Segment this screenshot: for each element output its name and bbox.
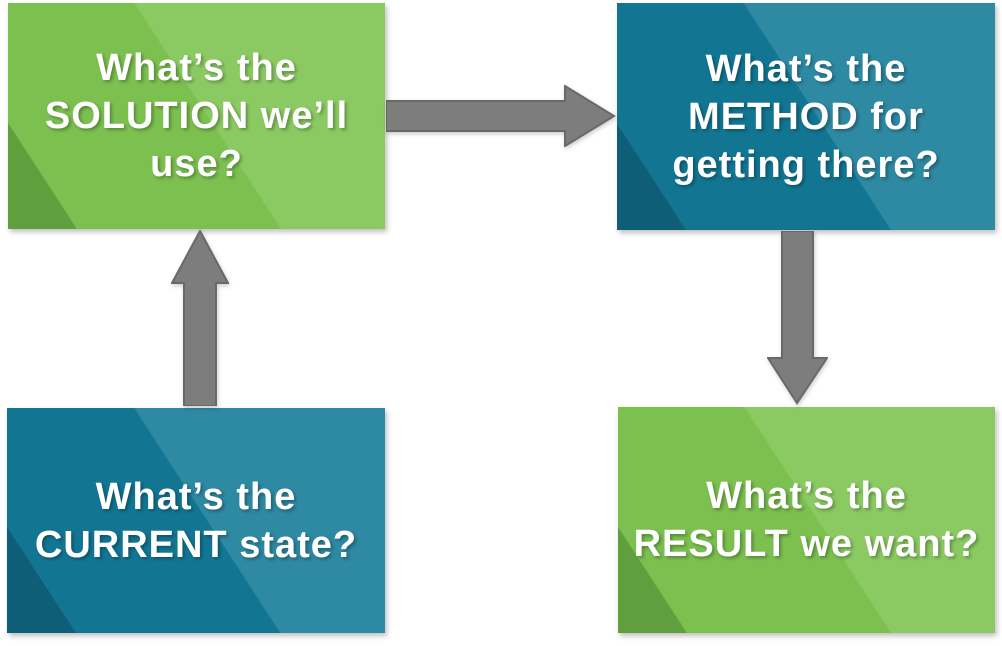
box-solution-label: What’s the SOLUTION we’ll use? [44, 47, 349, 185]
box-result-label: What’s the RESULT we want? [633, 475, 980, 565]
box-current-label: What’s the CURRENT state? [34, 475, 358, 566]
arrow-right-icon [386, 85, 616, 147]
box-method: What’s the METHOD for getting there? [617, 3, 995, 230]
box-method-label: What’s the METHOD for getting there? [672, 47, 940, 186]
box-result: What’s the RESULT we want? [618, 407, 995, 633]
arrow-up-icon [171, 230, 229, 406]
box-current: What’s the CURRENT state? [7, 408, 385, 633]
arrow-down-icon [767, 231, 828, 405]
box-solution: What’s the SOLUTION we’ll use? [8, 3, 385, 229]
